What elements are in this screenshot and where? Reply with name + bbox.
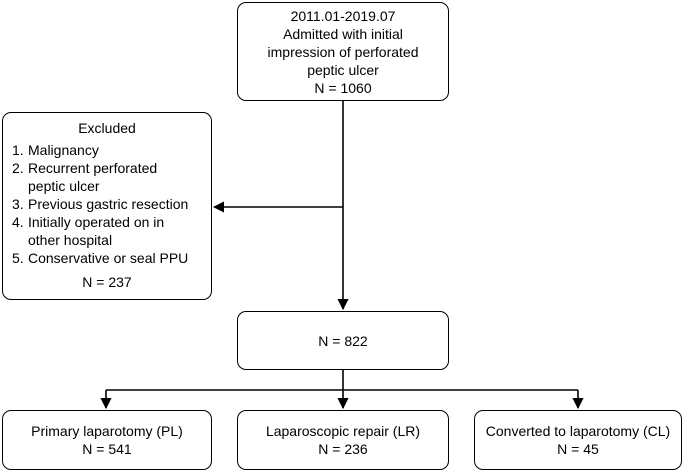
excluded-item-number: 4. — [12, 214, 24, 230]
group-count: N = 541 — [82, 441, 132, 457]
excluded-item-text: Recurrent perforated — [28, 160, 158, 176]
excluded-title: Excluded — [78, 120, 136, 136]
admission-count: N = 1060 — [314, 79, 372, 96]
group-count: N = 236 — [318, 441, 368, 457]
converted-laparotomy-box: Converted to laparotomy (CL) N = 45 — [474, 410, 682, 470]
admission-line-3: impression of perforated — [267, 43, 419, 60]
excluded-item-number: 2. — [12, 160, 24, 176]
included-count: N = 822 — [318, 332, 368, 349]
group-label: Laparoscopic repair (LR) — [265, 423, 421, 439]
excluded-item: 5. Conservative or seal PPU — [12, 249, 211, 267]
admission-line-2: Admitted with initial — [283, 25, 403, 42]
group-label: Primary laparotomy (PL) — [31, 423, 183, 439]
admission-period: 2011.01-2019.07 — [290, 7, 396, 24]
excluded-count: N = 237 — [82, 274, 132, 290]
excluded-box: Excluded 1. Malignancy 2. Recurrent perf… — [2, 112, 212, 300]
excluded-item-text: Malignancy — [28, 142, 99, 158]
laparoscopic-repair-box: Laparoscopic repair (LR) N = 236 — [237, 410, 449, 470]
excluded-item-text: peptic ulcer — [28, 178, 100, 194]
excluded-item: 3. Previous gastric resection — [12, 195, 211, 213]
admission-box: 2011.01-2019.07 Admitted with initial im… — [237, 2, 449, 101]
excluded-item: 2. Recurrent perforated peptic ulcer — [12, 159, 211, 195]
primary-laparotomy-box: Primary laparotomy (PL) N = 541 — [2, 410, 212, 470]
excluded-item-number: 5. — [12, 250, 24, 266]
group-label: Converted to laparotomy (CL) — [485, 423, 671, 439]
excluded-item-number: 3. — [12, 196, 24, 212]
included-box: N = 822 — [237, 311, 449, 370]
excluded-item-text: Previous gastric resection — [28, 196, 189, 212]
admission-line-4: peptic ulcer — [307, 61, 379, 78]
excluded-item-text: other hospital — [28, 232, 113, 248]
excluded-item-text: Initially operated on in — [28, 214, 165, 230]
excluded-item-text: Conservative or seal PPU — [28, 250, 189, 266]
excluded-item-number: 1. — [12, 142, 24, 158]
excluded-item: 1. Malignancy — [12, 141, 211, 159]
group-count: N = 45 — [557, 441, 599, 457]
excluded-item: 4. Initially operated on in other hospit… — [12, 213, 211, 249]
